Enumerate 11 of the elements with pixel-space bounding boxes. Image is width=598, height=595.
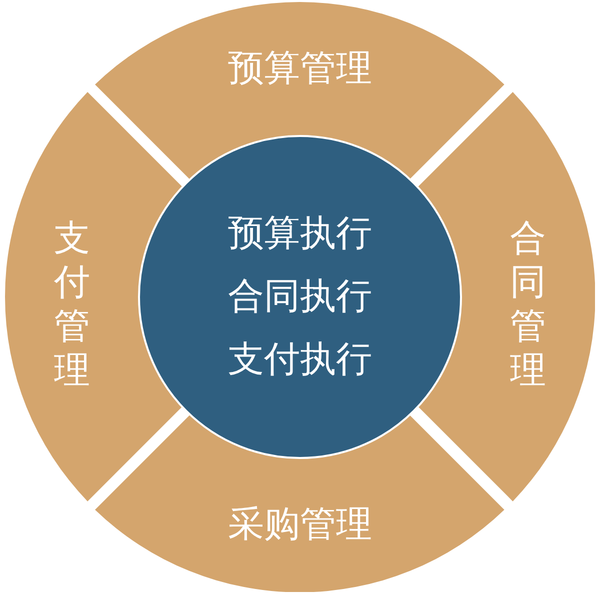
segment-label: 合同管理 (508, 216, 547, 393)
segment-label: 预算管理 (228, 49, 372, 89)
circle-label: 合同执行 (228, 276, 372, 318)
segment-label: 采购管理 (228, 504, 372, 545)
segment-label: 支付管理 (53, 216, 91, 393)
ring-segment (95, 2, 505, 180)
ring-segment (5, 92, 182, 502)
circle-label: 支付执行 (228, 339, 372, 381)
ring-segment (418, 92, 595, 502)
circle-label: 预算执行 (228, 213, 372, 255)
ring-segment (95, 414, 505, 592)
